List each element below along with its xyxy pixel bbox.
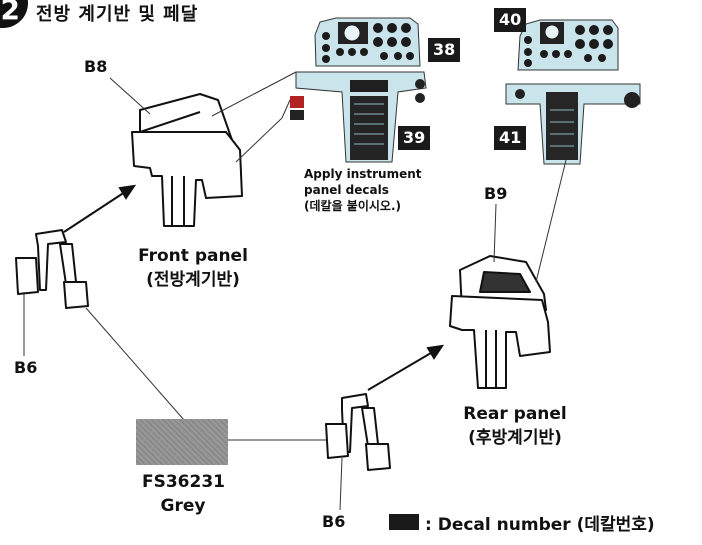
- front-panel-caption: Front panel (전방계기반): [118, 244, 268, 292]
- apply-note-line1: Apply instrument: [304, 167, 422, 181]
- rear-panel-label: Rear panel: [463, 404, 567, 424]
- front-panel-label-ko: (전방계기반): [146, 270, 240, 290]
- decal-legend-text: : Decal number (데칼번호): [425, 515, 655, 535]
- leader-lines: [23, 71, 567, 511]
- apply-note-line2: panel decals: [304, 183, 389, 197]
- part-label-b8: B8: [84, 57, 108, 76]
- decal-number-38: 38: [428, 38, 461, 62]
- rear-panel-label-ko: (후방계기반): [468, 428, 562, 448]
- paint-label: FS36231 Grey: [142, 470, 225, 518]
- rear-panel-decal-top: [517, 19, 619, 71]
- decal-number-41: 41: [494, 126, 527, 150]
- front-panel-part: [131, 93, 243, 227]
- part-label-b6-left: B6: [14, 358, 38, 377]
- left-pedal-part: [15, 229, 89, 309]
- paint-name: Grey: [160, 496, 206, 516]
- step-number-badge: 2: [0, 0, 28, 28]
- apply-note-line3: (데칼을 붙이시오.): [304, 199, 401, 213]
- rear-panel-part: [449, 255, 551, 389]
- paint-color-swatch: [136, 419, 228, 465]
- front-panel-decal-bottom: [290, 71, 427, 163]
- decal-number-40: 40: [494, 8, 527, 32]
- step-number: 2: [0, 0, 20, 26]
- step-title: 전방 계기반 및 페달: [36, 4, 199, 25]
- apply-decals-note: Apply instrument panel decals (데칼을 붙이시오.…: [304, 166, 422, 214]
- decal-number-39: 39: [398, 126, 431, 150]
- front-panel-label: Front panel: [138, 246, 248, 266]
- part-label-b9: B9: [484, 184, 508, 203]
- assembly-arrows: [63, 184, 445, 391]
- front-panel-decal-top: [314, 17, 421, 67]
- rear-panel-decal-bottom: [505, 83, 641, 165]
- part-label-b6-bottom: B6: [322, 512, 346, 531]
- paint-code: FS36231: [142, 472, 225, 492]
- rear-panel-caption: Rear panel (후방계기반): [440, 402, 590, 450]
- decal-legend-swatch: [389, 514, 419, 530]
- bottom-pedal-part: [325, 393, 391, 471]
